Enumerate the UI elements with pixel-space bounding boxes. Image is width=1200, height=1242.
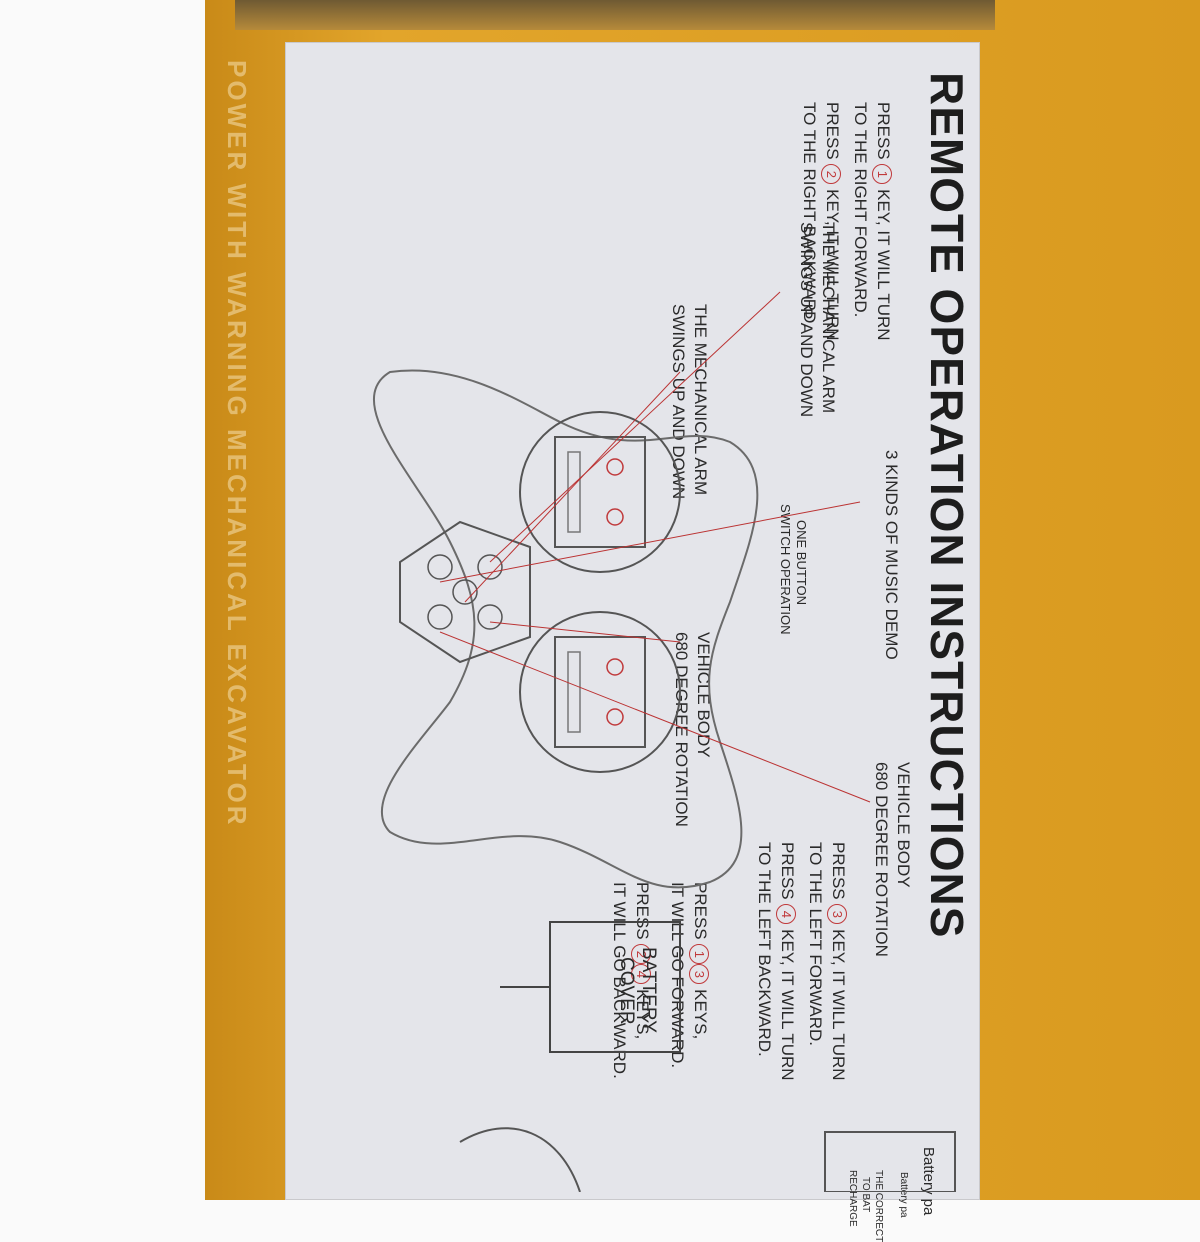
- controller-back-sketch: [459, 1127, 581, 1192]
- center-button-cluster: [399, 520, 531, 664]
- controller-outline: [373, 369, 759, 889]
- remote-diagram: [373, 291, 956, 1192]
- box-side-print: POWER WITH WARNING MECHANICAL EXCAVATOR: [222, 60, 252, 828]
- battery-pack-diagram: [824, 1131, 956, 1192]
- battery-cover-diagram: [549, 921, 681, 1053]
- right-control-window: [519, 611, 681, 773]
- box-top-flap: [235, 0, 995, 30]
- instruction-label: REMOTE OPERATION INSTRUCTIONS PRESS 1 KE…: [285, 42, 980, 1242]
- instruction-sheet: REMOTE OPERATION INSTRUCTIONS PRESS 1 KE…: [285, 42, 980, 1242]
- left-control-window: [519, 411, 681, 573]
